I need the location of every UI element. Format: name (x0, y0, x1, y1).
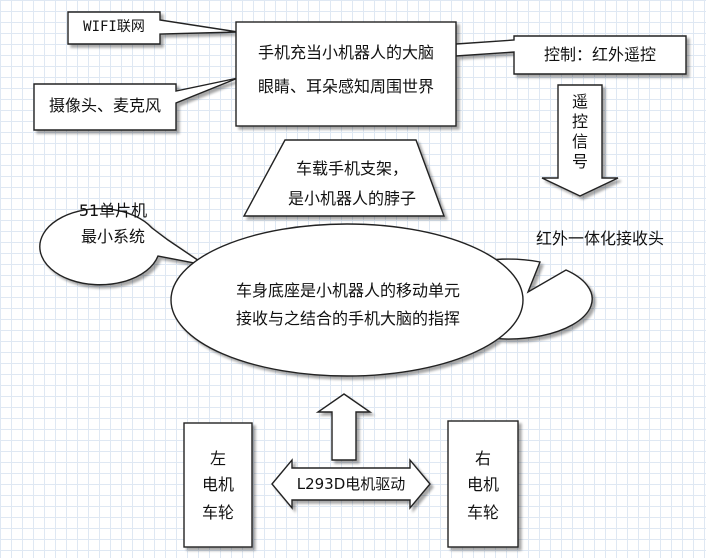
left-wheel-box (183, 422, 253, 548)
mcu-callout-shape (39, 208, 206, 286)
vertical-double-arrow (315, 393, 373, 461)
remote-signal-label: 遥控信号 (571, 92, 588, 171)
neck-line2: 是小机器人的脖子 (287, 189, 416, 208)
phone-brain-line1: 手机充当小机器人的大脑 (257, 43, 434, 62)
wifi-callout-shape (67, 11, 239, 45)
base-ellipse (170, 223, 524, 377)
left-wheel-line2: 电机 (201, 475, 234, 494)
right-wheel-line2: 电机 (466, 475, 499, 494)
control-callout-shape (455, 35, 687, 75)
left-wheel-line1: 左 (209, 449, 226, 468)
phone-brain-box (235, 21, 457, 127)
driver-label: L293D电机驱动 (296, 475, 406, 493)
wifi-label: WIFI联网 (83, 19, 145, 35)
control-label: 控制：红外遥控 (543, 45, 656, 64)
neck-line1: 车载手机支架， (295, 159, 408, 178)
driver-double-arrow-shape (271, 458, 431, 510)
mcu-line2: 最小系统 (80, 227, 145, 246)
camera-mic-label: 摄像头、麦克风 (48, 96, 161, 115)
camera-mic-callout-shape (33, 77, 239, 131)
neck-trapezoid (242, 139, 446, 217)
remote-signal-arrow-shape (541, 84, 619, 197)
right-wheel-box (447, 420, 519, 548)
phone-brain-line2: 眼睛、耳朵感知周围世界 (257, 77, 434, 96)
left-wheel-line3: 车轮 (201, 503, 234, 522)
base-line2: 接收与之结合的手机大脑的指挥 (235, 309, 460, 328)
right-wheel-line3: 车轮 (466, 503, 499, 522)
right-wheel-line1: 右 (474, 449, 491, 468)
base-line1: 车身底座是小机器人的移动单元 (235, 281, 460, 300)
mcu-line1: 51单片机 (78, 201, 148, 220)
ir-receiver-label: 红外一体化接收头 (535, 229, 664, 248)
